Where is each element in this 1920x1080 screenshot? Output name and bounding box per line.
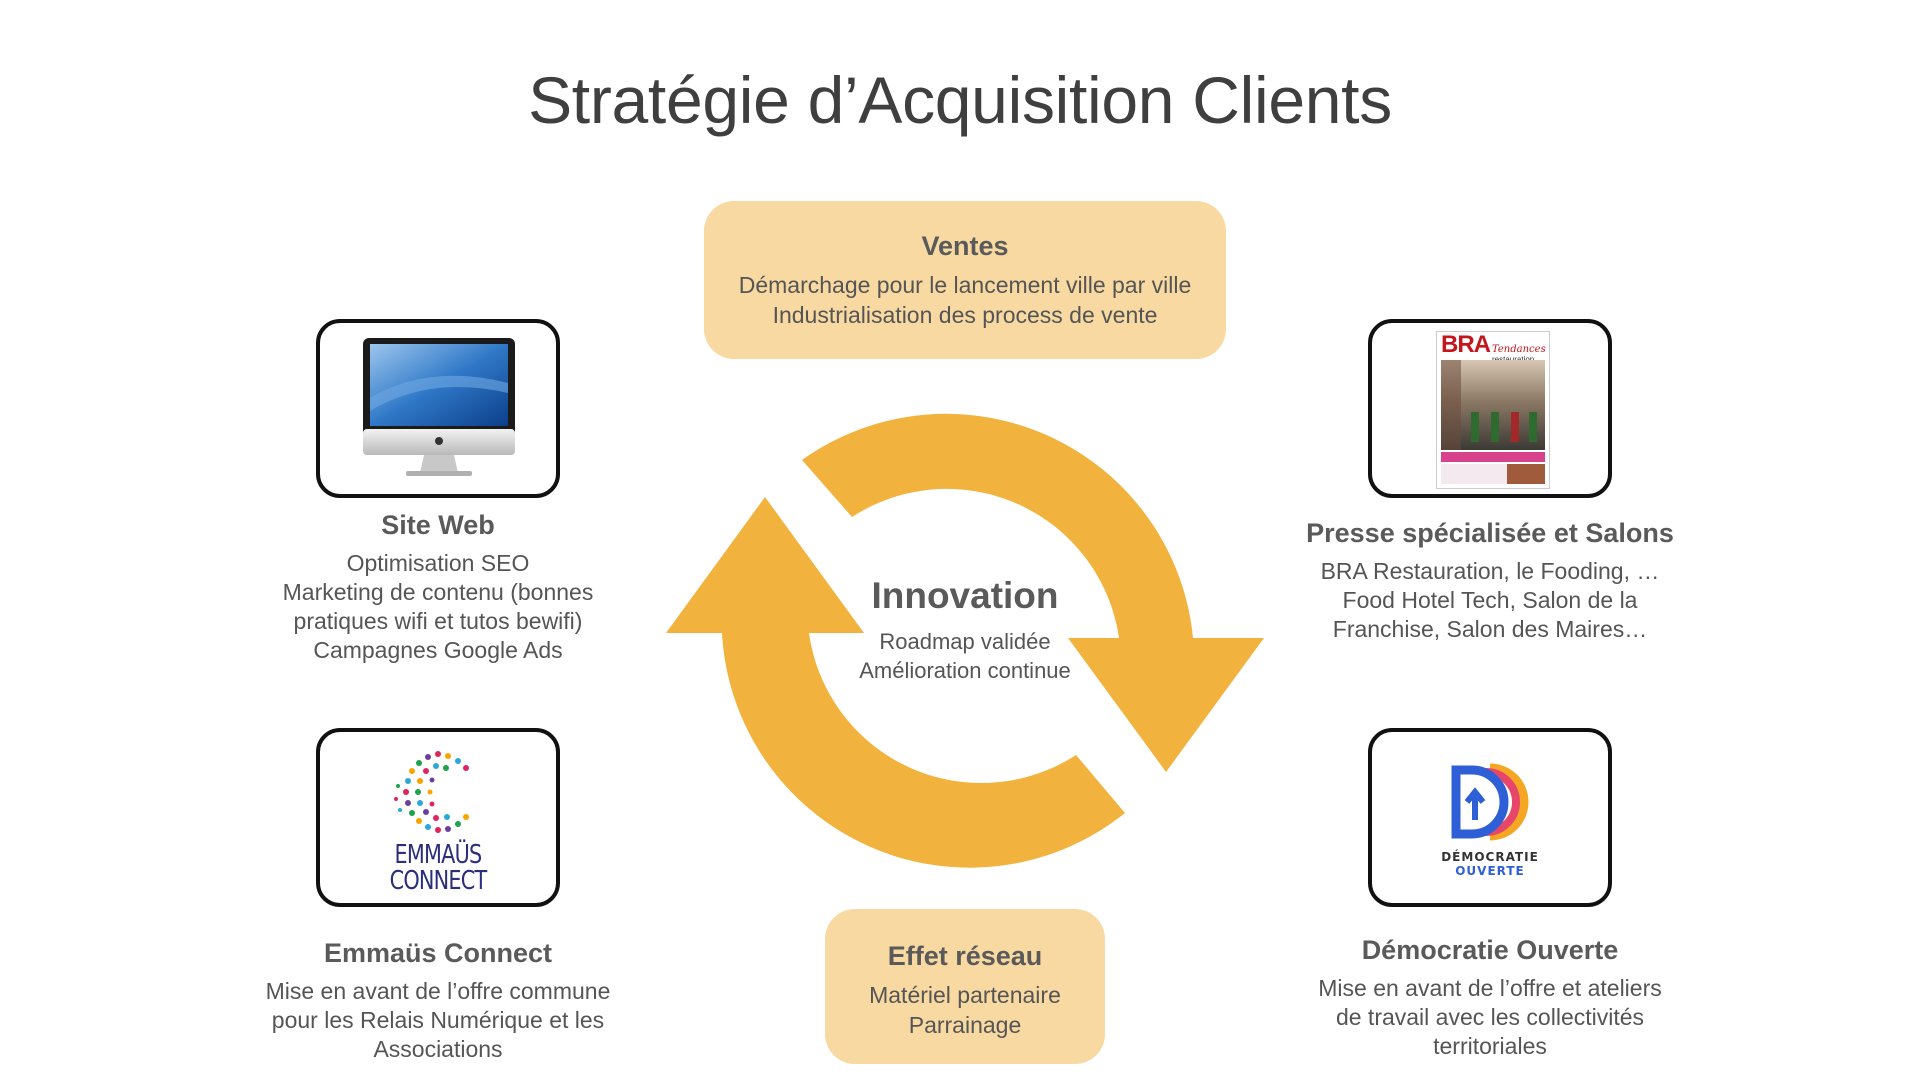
ventes-line: Démarchage pour le lancement ville par v… xyxy=(738,272,1192,298)
emmaus-logo-line1: EMMAÜS xyxy=(394,840,483,870)
page-title: Stratégie d’Acquisition Clients xyxy=(528,63,1392,137)
emmaus-connect-logo xyxy=(394,751,469,833)
site-web-line: Marketing de contenu (bonnes xyxy=(282,579,594,605)
magazine-name: BRA xyxy=(1441,331,1491,358)
democratie-logo-line1: DÉMOCRATIE xyxy=(1441,850,1539,864)
site-web-line: Campagnes Google Ads xyxy=(313,637,563,663)
presse-tile: BRA Tendances restauration xyxy=(1368,319,1612,498)
ventes-title: Ventes xyxy=(921,231,1009,261)
democratie-tile: DÉMOCRATIE OUVERTE xyxy=(1368,728,1612,907)
democratie-line: de travail avec les collectivités xyxy=(1335,1004,1645,1030)
presse-line: BRA Restauration, le Fooding, … xyxy=(1320,558,1660,584)
innovation-line: Roadmap validée xyxy=(879,629,1051,654)
democratie-ouverte-logo xyxy=(1451,763,1529,841)
presse-line: Franchise, Salon des Maires… xyxy=(1332,616,1648,642)
emmaus-title: Emmaüs Connect xyxy=(323,938,553,968)
site-web-title: Site Web xyxy=(381,510,495,540)
effet-reseau-callout: Effet réseau Matériel partenaire Parrain… xyxy=(825,909,1105,1064)
innovation-line: Amélioration continue xyxy=(859,658,1071,683)
site-web-line: Optimisation SEO xyxy=(346,550,530,576)
innovation-title: Innovation xyxy=(871,575,1059,616)
emmaus-logo-line2: CONNECT xyxy=(389,866,488,896)
magazine-sub2: restauration xyxy=(1492,355,1546,364)
site-web-line: pratiques wifi et tutos bewifi) xyxy=(293,608,583,634)
emmaus-block: Emmaüs Connect Mise en avant de l’offre … xyxy=(228,938,648,1064)
innovation-center: Innovation Roadmap validée Amélioration … xyxy=(790,575,1140,685)
democratie-block: Démocratie Ouverte Mise en avant de l’of… xyxy=(1290,935,1690,1061)
effet-reseau-title: Effet réseau xyxy=(887,941,1043,971)
presse-line: Food Hotel Tech, Salon de la xyxy=(1342,587,1638,613)
emmaus-line: Mise en avant de l’offre commune xyxy=(265,978,611,1004)
democratie-logo-line2: OUVERTE xyxy=(1455,864,1525,878)
democratie-line: territoriales xyxy=(1433,1033,1547,1059)
presse-block: Presse spécialisée et Salons BRA Restaur… xyxy=(1290,518,1690,644)
cycle-arrow-left xyxy=(666,497,1125,868)
emmaus-line: pour les Relais Numérique et les xyxy=(271,1007,605,1033)
democratie-title: Démocratie Ouverte xyxy=(1361,935,1619,965)
effet-reseau-line: Parrainage xyxy=(908,1012,1022,1038)
emmaus-tile: EMMAÜS CONNECT xyxy=(316,728,560,907)
site-web-block: Site Web Optimisation SEO Marketing de c… xyxy=(235,510,641,665)
magazine-sub: Tendances xyxy=(1492,344,1546,355)
cycle-arrow-right xyxy=(802,413,1264,772)
magazine-cover-image: BRA Tendances restauration xyxy=(1436,331,1550,489)
ventes-line: Industrialisation des process de vente xyxy=(772,302,1158,328)
site-web-tile xyxy=(316,319,560,498)
effet-reseau-line: Matériel partenaire xyxy=(869,982,1061,1008)
presse-title: Presse spécialisée et Salons xyxy=(1306,518,1674,548)
ventes-callout: Ventes Démarchage pour le lancement vill… xyxy=(704,201,1226,359)
emmaus-line: Associations xyxy=(373,1036,503,1062)
democratie-line: Mise en avant de l’offre et ateliers xyxy=(1318,975,1662,1001)
imac-computer-icon xyxy=(363,338,515,476)
